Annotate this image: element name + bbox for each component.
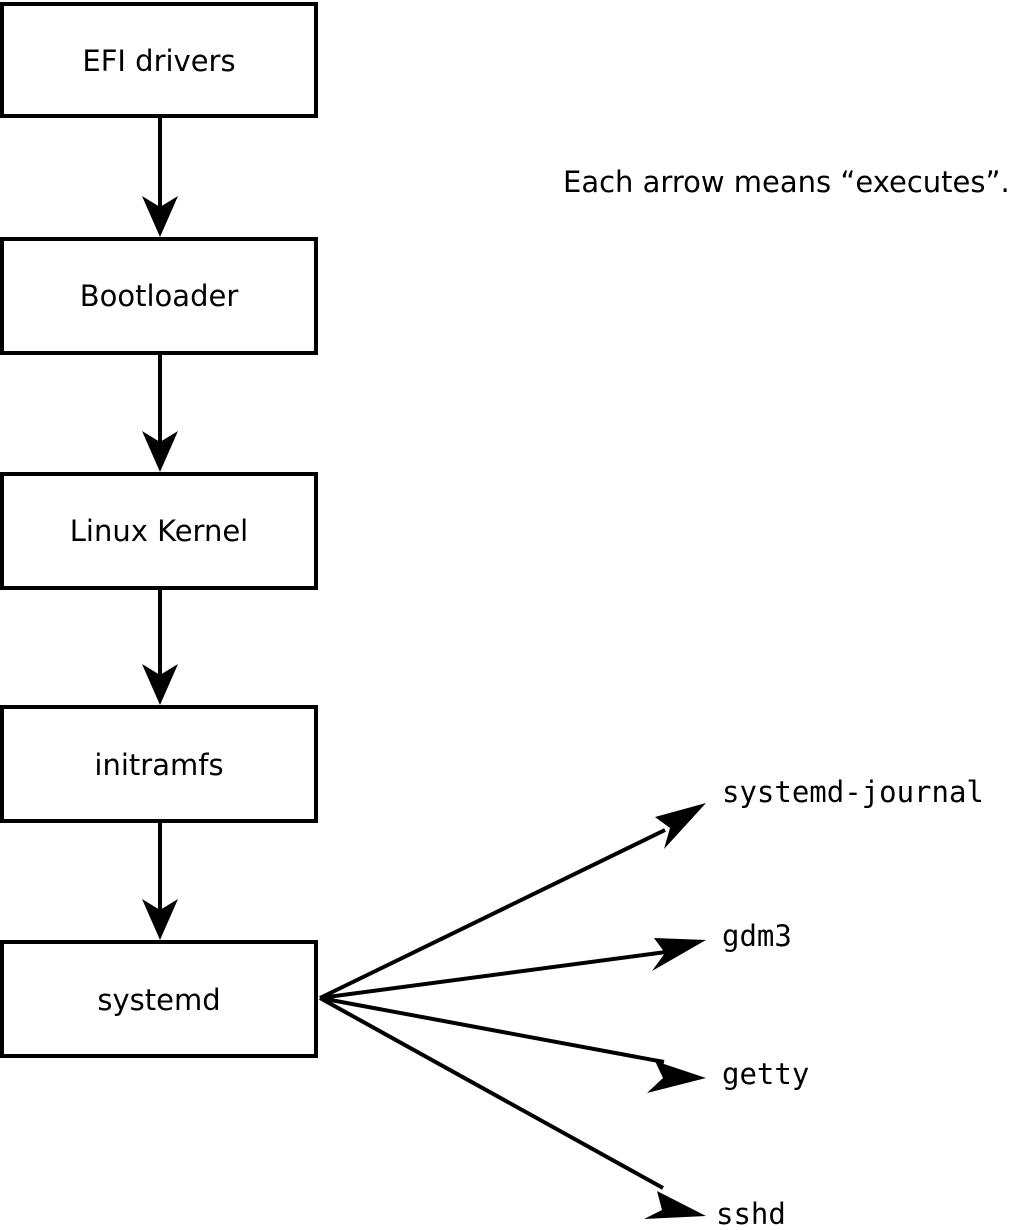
edge-bootloader-to-linux-kernel bbox=[142, 355, 178, 472]
node-box bbox=[0, 705, 318, 823]
node-label: initramfs bbox=[94, 748, 223, 782]
edge-systemd-to-systemd-journal bbox=[319, 803, 706, 1000]
edge-shaft bbox=[319, 996, 665, 1064]
chain-node-linux-kernel[interactable]: Linux Kernel bbox=[0, 472, 318, 590]
arrow-head-icon bbox=[142, 431, 178, 472]
edge-systemd-to-gdm3 bbox=[319, 938, 706, 1000]
chain-node-initramfs[interactable]: initramfs bbox=[0, 705, 318, 823]
node-box bbox=[0, 2, 318, 118]
chain-node-bootloader[interactable]: Bootloader bbox=[0, 237, 318, 355]
leaf-label-getty[interactable]: getty bbox=[722, 1057, 809, 1091]
node-box bbox=[0, 472, 318, 590]
leaf-label-sshd[interactable]: sshd bbox=[716, 1197, 786, 1230]
arrow-head-icon bbox=[142, 899, 178, 940]
node-label: systemd bbox=[97, 983, 220, 1017]
node-label: Bootloader bbox=[80, 279, 239, 313]
arrow-head-icon bbox=[647, 1061, 706, 1093]
node-label: EFI drivers bbox=[82, 44, 235, 78]
arrow-head-icon bbox=[142, 196, 178, 237]
diagram-caption: Each arrow means “executes”. bbox=[563, 165, 1010, 199]
node-box bbox=[0, 940, 318, 1058]
chain-node-systemd[interactable]: systemd bbox=[0, 940, 318, 1058]
edge-initramfs-to-systemd bbox=[142, 822, 178, 940]
arrow-head-icon bbox=[655, 803, 706, 849]
leaf-label-systemd-journal[interactable]: systemd-journal bbox=[722, 775, 984, 809]
edge-shaft bbox=[319, 950, 667, 1000]
edge-linux-kernel-to-initramfs bbox=[142, 589, 178, 705]
arrow-head-icon bbox=[644, 1191, 706, 1219]
edge-systemd-to-getty bbox=[319, 996, 706, 1093]
leaf-label-gdm3[interactable]: gdm3 bbox=[722, 919, 792, 953]
edge-efi-drivers-to-bootloader bbox=[142, 118, 178, 237]
chain-node-efi-drivers[interactable]: EFI drivers bbox=[0, 2, 318, 118]
node-box bbox=[0, 237, 318, 355]
edge-shaft bbox=[319, 996, 664, 1190]
arrow-head-icon bbox=[142, 664, 178, 705]
node-label: Linux Kernel bbox=[70, 514, 248, 548]
arrow-head-icon bbox=[652, 938, 706, 971]
edge-systemd-to-sshd bbox=[319, 996, 706, 1219]
edge-shaft bbox=[319, 828, 666, 1000]
